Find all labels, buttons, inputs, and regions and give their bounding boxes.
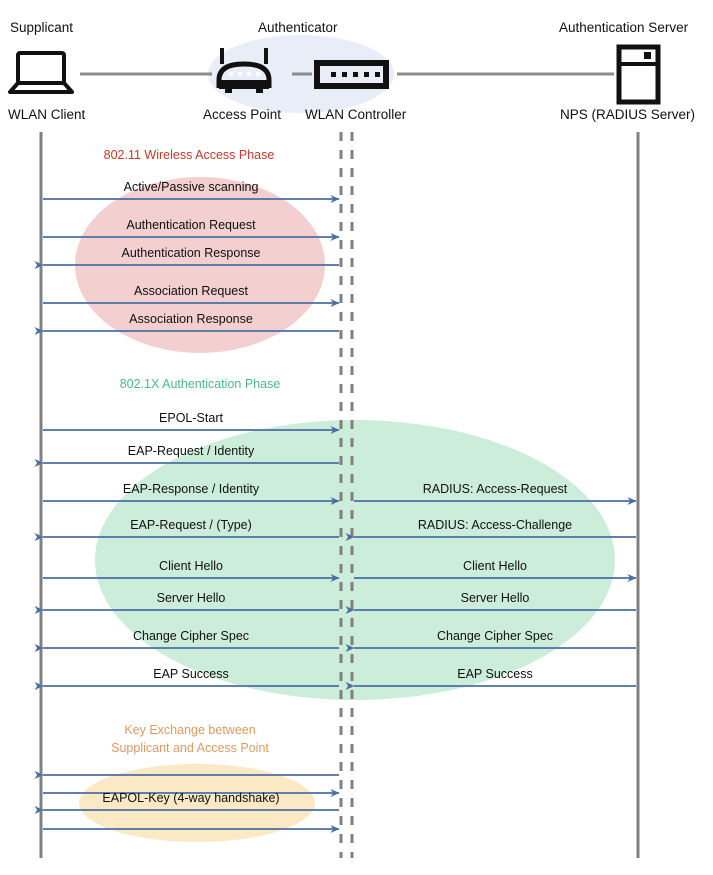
message-left-label: Association Request: [134, 284, 248, 298]
message-left-label: EAP-Request / Identity: [127, 444, 255, 458]
message-left-label: Authentication Response: [121, 246, 261, 260]
message-left-label: Authentication Request: [126, 218, 256, 232]
device-label-wlan-client: WLAN Client: [8, 107, 86, 122]
message-left-label: EAPOL-Key (4-way handshake): [102, 791, 280, 805]
laptop-icon: [16, 51, 66, 85]
phase-label-key-exchange-line1: Key Exchange between: [124, 723, 256, 737]
message-arrows-right: [345, 497, 637, 690]
message-right-label: RADIUS: Access-Request: [422, 482, 568, 496]
message-right-label: Server Hello: [460, 591, 530, 605]
phase-label-key-exchange-line2: Supplicant and Access Point: [111, 741, 269, 755]
message-arrows-left: [34, 195, 340, 833]
server-icon: [616, 44, 661, 105]
laptop-base-icon: [8, 81, 74, 94]
access-point-icon: [216, 48, 272, 93]
message-left-label: EAP-Response / Identity: [122, 482, 260, 496]
message-left-label: EAP Success: [153, 667, 229, 681]
key-exchange-phase-ellipse: [79, 764, 315, 842]
role-label-authenticator: Authenticator: [258, 20, 338, 35]
role-label-authentication-server: Authentication Server: [559, 20, 689, 35]
message-left-label: Client Hello: [159, 559, 223, 573]
message-right-label: Change Cipher Spec: [436, 629, 554, 643]
message-left-label: EPOL-Start: [159, 411, 223, 425]
role-label-supplicant: Supplicant: [10, 20, 74, 35]
message-right-label: EAP Success: [457, 667, 533, 681]
device-label-access-point: Access Point: [203, 107, 282, 122]
message-left-label: Server Hello: [156, 591, 226, 605]
dot1x-authentication-phase-ellipse: [95, 420, 615, 700]
phase-label-dot1x-authentication: 802.1X Authentication Phase: [119, 377, 281, 391]
message-left-label: EAP-Request / (Type): [130, 518, 252, 532]
message-left-label: Association Response: [129, 312, 253, 326]
message-right-label: RADIUS: Access-Challenge: [417, 518, 573, 532]
phase-label-wireless-access: 802.11 Wireless Access Phase: [103, 148, 275, 162]
message-left-label: Active/Passive scanning: [123, 180, 259, 194]
device-label-nps-radius-server: NPS (RADIUS Server): [560, 107, 696, 122]
device-label-wlan-controller: WLAN Controller: [305, 107, 407, 122]
wlan-controller-icon: [314, 60, 389, 89]
message-left-label: Change Cipher Spec: [132, 629, 250, 643]
message-right-label: Client Hello: [463, 559, 527, 573]
